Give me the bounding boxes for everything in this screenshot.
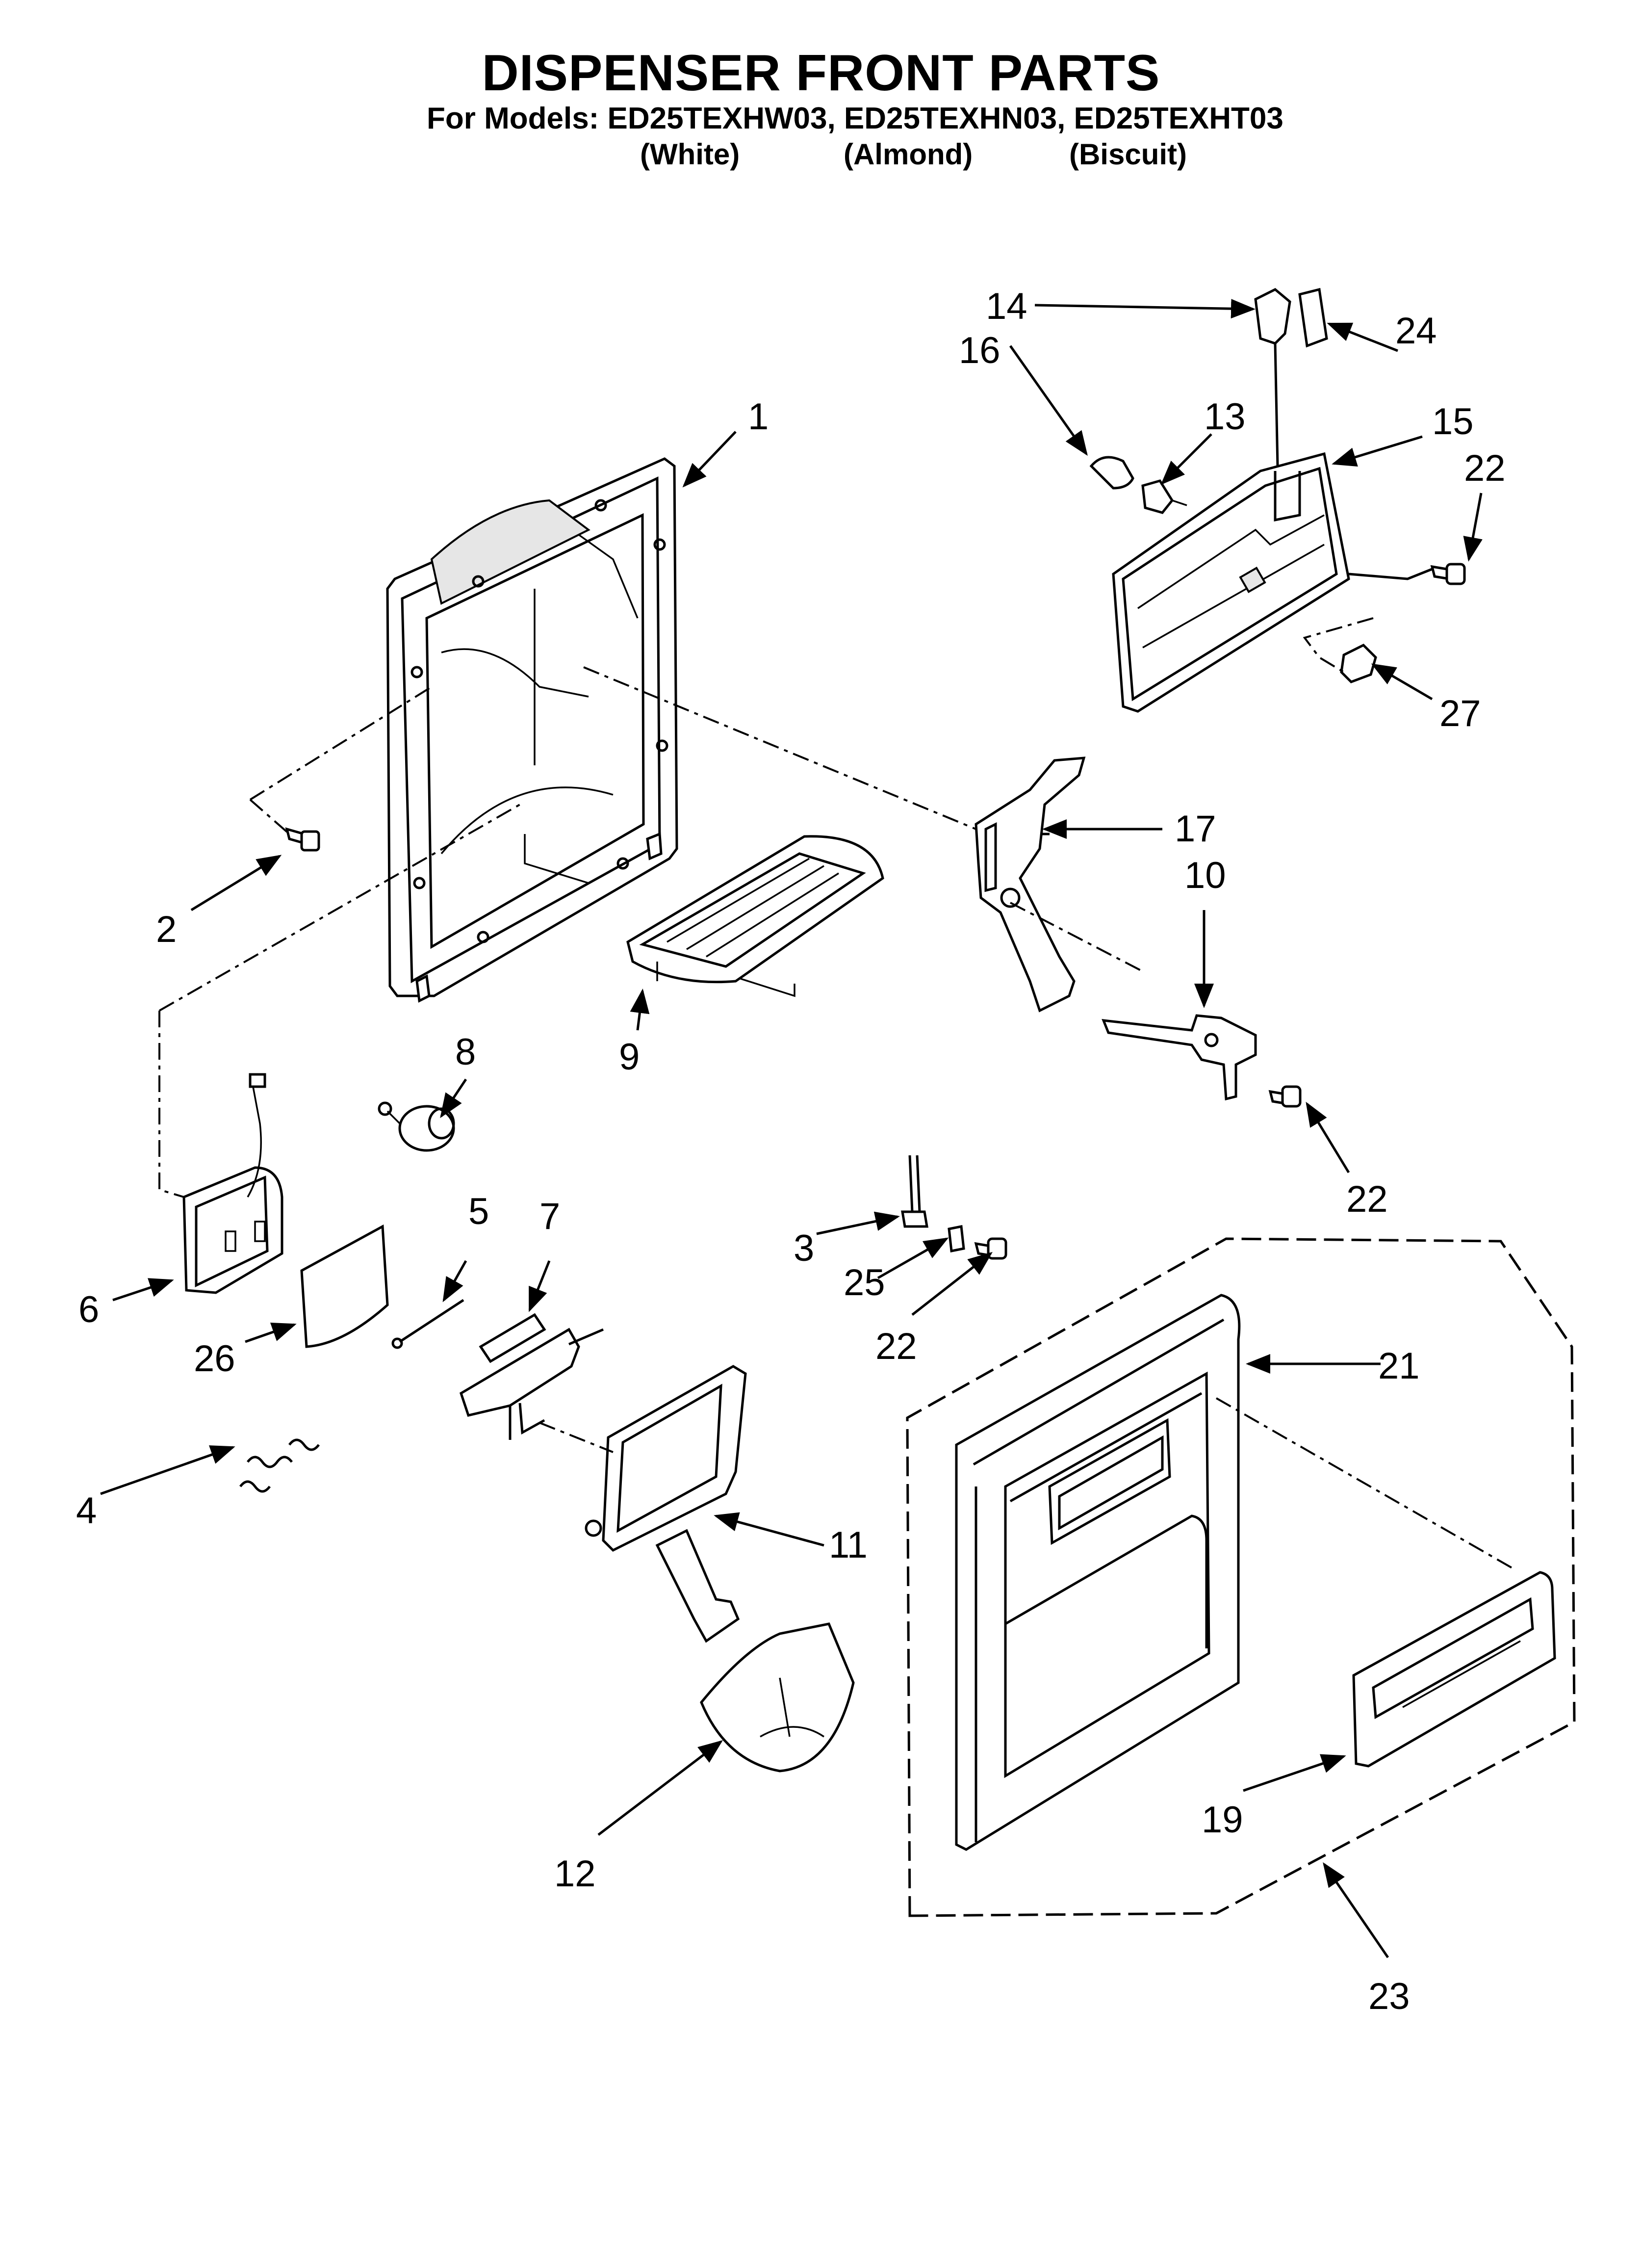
part-2-screw[interactable] <box>285 827 320 852</box>
part-26-pad[interactable] <box>300 1224 389 1348</box>
part-13-socket[interactable] <box>1141 479 1187 514</box>
callout-16: 16 <box>959 330 1001 371</box>
assembly-23-boundary <box>906 1237 1576 1917</box>
part-22-screw-lower[interactable] <box>974 1237 1007 1260</box>
callout-6: 6 <box>78 1289 99 1330</box>
callout-22-middle: 22 <box>1346 1178 1388 1220</box>
part-21-front-panel[interactable] <box>955 1294 1241 1851</box>
callout-9: 9 <box>619 1036 640 1078</box>
part-14-switch[interactable] <box>1254 288 1291 467</box>
part-6-module[interactable] <box>182 1073 283 1294</box>
callout-17: 17 <box>1175 808 1216 850</box>
leader-dashed-lines <box>158 568 1516 1571</box>
variant-biscuit: (Biscuit) <box>1069 138 1187 171</box>
callout-5: 5 <box>468 1191 489 1232</box>
callout-19: 19 <box>1202 1799 1243 1841</box>
callout-13: 13 <box>1204 396 1246 438</box>
part-19-display[interactable] <box>1352 1571 1556 1768</box>
callout-7: 7 <box>539 1196 560 1237</box>
part-22-screw-middle[interactable] <box>1268 1085 1302 1108</box>
part-8-solenoid[interactable] <box>378 1101 455 1152</box>
part-12-funnel[interactable] <box>700 1622 855 1773</box>
part-27-switch[interactable] <box>1340 643 1377 683</box>
callout-arrows <box>100 299 1483 1958</box>
part-11-lever[interactable] <box>585 1365 747 1643</box>
callout-8: 8 <box>455 1031 476 1073</box>
part-10-lever[interactable] <box>1102 1014 1257 1101</box>
callout-22-top: 22 <box>1464 447 1506 489</box>
part-25-shim[interactable] <box>948 1225 965 1252</box>
part-22-screw-top[interactable] <box>1430 563 1466 585</box>
callout-25: 25 <box>844 1262 885 1303</box>
callout-26: 26 <box>194 1338 235 1380</box>
part-3-clip[interactable] <box>901 1155 928 1228</box>
callout-4: 4 <box>76 1490 97 1532</box>
part-1-housing[interactable] <box>386 457 678 1003</box>
callout-14: 14 <box>986 286 1027 327</box>
callout-27: 27 <box>1439 693 1481 734</box>
callout-1: 1 <box>748 396 769 438</box>
callout-21: 21 <box>1378 1345 1420 1387</box>
part-4-springs[interactable] <box>239 1438 320 1493</box>
part-17-arm[interactable] <box>975 756 1086 1013</box>
callout-2: 2 <box>156 909 177 950</box>
part-16-lamp[interactable] <box>1089 456 1134 490</box>
callout-3: 3 <box>794 1227 814 1269</box>
part-5-pin[interactable] <box>391 1299 464 1349</box>
callout-15: 15 <box>1432 401 1474 443</box>
part-7-actuator[interactable] <box>459 1313 604 1440</box>
callout-23: 23 <box>1368 1976 1410 2017</box>
part-15-bracket[interactable] <box>1112 452 1350 713</box>
variant-white: (White) <box>640 138 740 171</box>
model-list: For Models: ED25TEXHW03, ED25TEXHN03, ED… <box>427 102 1283 135</box>
callout-10: 10 <box>1184 855 1226 896</box>
page-title: DISPENSER FRONT PARTS <box>482 45 1160 102</box>
callout-12: 12 <box>554 1853 596 1895</box>
part-9-grille[interactable] <box>626 835 884 997</box>
callout-22-lower: 22 <box>875 1326 917 1367</box>
variant-almond: (Almond) <box>844 138 973 171</box>
callout-24: 24 <box>1395 310 1437 352</box>
part-24-insulator[interactable] <box>1298 287 1328 348</box>
callout-11: 11 <box>829 1524 868 1566</box>
